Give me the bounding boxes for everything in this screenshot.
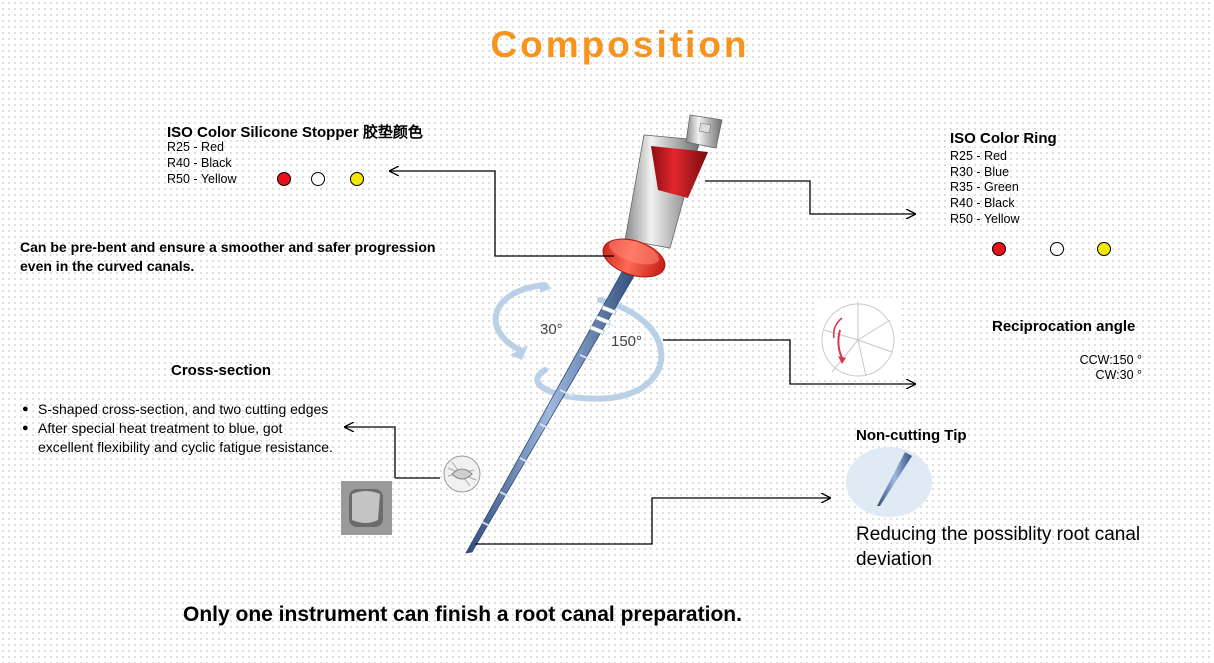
white-dot	[311, 172, 325, 186]
rotation-arrows-icon	[492, 282, 665, 402]
yellow-dot	[1097, 242, 1111, 256]
summary-statement: Only one instrument can finish a root ca…	[183, 603, 742, 626]
ring-item-red: R25 - Red	[950, 149, 1007, 163]
bullet2-line2: excellent flexibility and cyclic fatigue…	[38, 439, 333, 455]
ring-item-black: R40 - Black	[950, 196, 1015, 211]
ccw-value: CCW:150 °	[1079, 353, 1142, 367]
cross-section-photo	[341, 481, 392, 535]
silicone-stopper	[602, 238, 666, 278]
stopper-item-yellow: R50 - Yellow	[167, 172, 237, 186]
small-angle-label: 30°	[540, 321, 563, 338]
ring-item-blue: R30 - Blue	[950, 164, 1010, 179]
cw-value: CW:30 °	[1095, 368, 1142, 382]
red-dot	[277, 172, 291, 186]
ring-item-green: R35 - Green	[950, 180, 1019, 195]
list-item: S-shaped cross-section, and two cutting …	[22, 400, 333, 419]
bullet2-line1: After special heat treatment to blue, go…	[38, 420, 283, 436]
stopper-heading: ISO Color Silicone Stopper 胶垫颜色	[167, 124, 423, 141]
tip-closeup-icon	[846, 447, 932, 517]
yellow-dot	[350, 172, 364, 186]
cross-section-heading: Cross-section	[171, 362, 272, 379]
stopper-item-red: R25 - Red	[167, 140, 224, 154]
ring-heading: ISO Color Ring	[950, 130, 1057, 147]
cross-section-icon	[443, 455, 481, 493]
reciprocation-values: CCW:150 °CW:30 °	[1080, 353, 1142, 383]
large-angle-label: 150°	[611, 333, 643, 350]
prebent-text: Can be pre-bent and ensure a smoother an…	[20, 238, 435, 276]
angle-diagram-icon	[818, 300, 898, 380]
white-dot	[1050, 242, 1064, 256]
reciprocation-heading: Reciprocation angle	[992, 318, 1136, 335]
ring-item-yellow: R50 - Yellow	[950, 211, 1020, 226]
tip-description: Reducing the possiblity root canal devia…	[856, 524, 1141, 570]
cross-section-list: S-shaped cross-section, and two cutting …	[22, 400, 333, 457]
stopper-item-black: R40 - Black	[167, 156, 232, 170]
prebent-line1: Can be pre-bent and ensure a smoother an…	[20, 239, 436, 255]
page-title: Composition	[490, 24, 750, 65]
tip-heading: Non-cutting Tip	[856, 427, 967, 444]
file-handle	[624, 114, 723, 249]
prebent-line2: even in the curved canals.	[20, 258, 195, 274]
list-item: After special heat treatment to blue, go…	[22, 419, 333, 457]
red-dot	[992, 242, 1006, 256]
